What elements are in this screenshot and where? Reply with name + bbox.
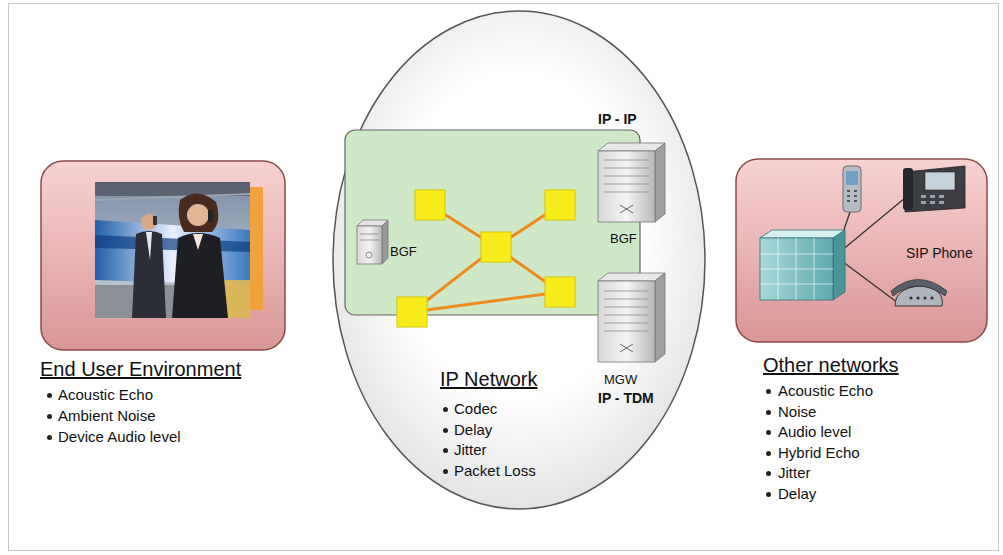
interface-label: IP - IP: [598, 111, 637, 127]
ellipse-outline: [330, 8, 708, 513]
label-wrap: BGF: [610, 229, 637, 247]
bullet-text: Hybrid Echo: [778, 444, 860, 461]
label-wrap: BGF: [390, 242, 417, 260]
bullet-item: Codec: [443, 400, 497, 418]
panel-illustration: [40, 160, 287, 352]
bullet-item: Hybrid Echo: [766, 444, 860, 462]
bullet-text: Audio level: [778, 423, 851, 440]
bullet-text: Jitter: [454, 441, 487, 458]
section-heading: Other networks: [763, 354, 899, 376]
bullet-dot: [766, 471, 771, 476]
bullet-dot: [766, 451, 771, 456]
bullet-text: Acoustic Echo: [778, 382, 873, 399]
network-panel: End User EnvironmentAcoustic EchoAmbient…: [40, 160, 305, 460]
bullet-dot: [443, 407, 448, 412]
bullet-text: Acoustic Echo: [58, 386, 153, 403]
heading-wrap: IP Network: [440, 368, 537, 391]
bullet-text: Jitter: [778, 464, 811, 481]
bullet-item: Device Audio level: [47, 428, 181, 446]
bullet-text: Delay: [778, 485, 816, 502]
label-wrap: MGW: [604, 370, 637, 388]
server-label: MGW: [604, 372, 637, 387]
network-ellipse: IP NetworkCodecDelayJitterPacket Loss: [330, 8, 708, 513]
label-wrap: SIP Phone: [906, 244, 973, 262]
bullet-dot: [47, 435, 52, 440]
label-wrap: IP - TDM: [598, 389, 654, 407]
bullet-dot: [47, 393, 52, 398]
bullet-item: Audio level: [766, 423, 851, 441]
network-panel: Other networksAcoustic EchoNoiseAudio le…: [735, 158, 993, 510]
bullet-item: Delay: [443, 421, 492, 439]
bullet-dot: [766, 430, 771, 435]
server-label: BGF: [390, 244, 417, 259]
interface-label: IP - TDM: [598, 390, 654, 406]
bullet-text: Packet Loss: [454, 462, 536, 479]
bullet-item: Acoustic Echo: [766, 382, 873, 400]
server-label: BGF: [610, 231, 637, 246]
bullet-dot: [443, 469, 448, 474]
bullet-dot: [443, 448, 448, 453]
bullet-text: Ambient Noise: [58, 407, 156, 424]
bullet-item: Acoustic Echo: [47, 386, 153, 404]
bullet-item: Jitter: [766, 464, 811, 482]
bullet-item: Jitter: [443, 441, 487, 459]
bullet-dot: [47, 414, 52, 419]
bullet-item: Delay: [766, 485, 816, 503]
bullet-dot: [443, 428, 448, 433]
bullet-item: Noise: [766, 403, 816, 421]
bullet-text: Codec: [454, 400, 497, 417]
bullet-dot: [766, 492, 771, 497]
section-heading: End User Environment: [40, 358, 241, 380]
bullet-item: Packet Loss: [443, 462, 536, 480]
bullet-text: Device Audio level: [58, 428, 181, 445]
bullet-dot: [766, 389, 771, 394]
section-heading: IP Network: [440, 368, 537, 390]
heading-wrap: End User Environment: [40, 358, 241, 381]
bullet-text: Noise: [778, 403, 816, 420]
label-wrap: IP - IP: [598, 110, 637, 128]
bullet-text: Delay: [454, 421, 492, 438]
bullet-item: Ambient Noise: [47, 407, 156, 425]
bullet-dot: [766, 410, 771, 415]
heading-wrap: Other networks: [763, 354, 899, 377]
device-label: SIP Phone: [906, 245, 973, 261]
